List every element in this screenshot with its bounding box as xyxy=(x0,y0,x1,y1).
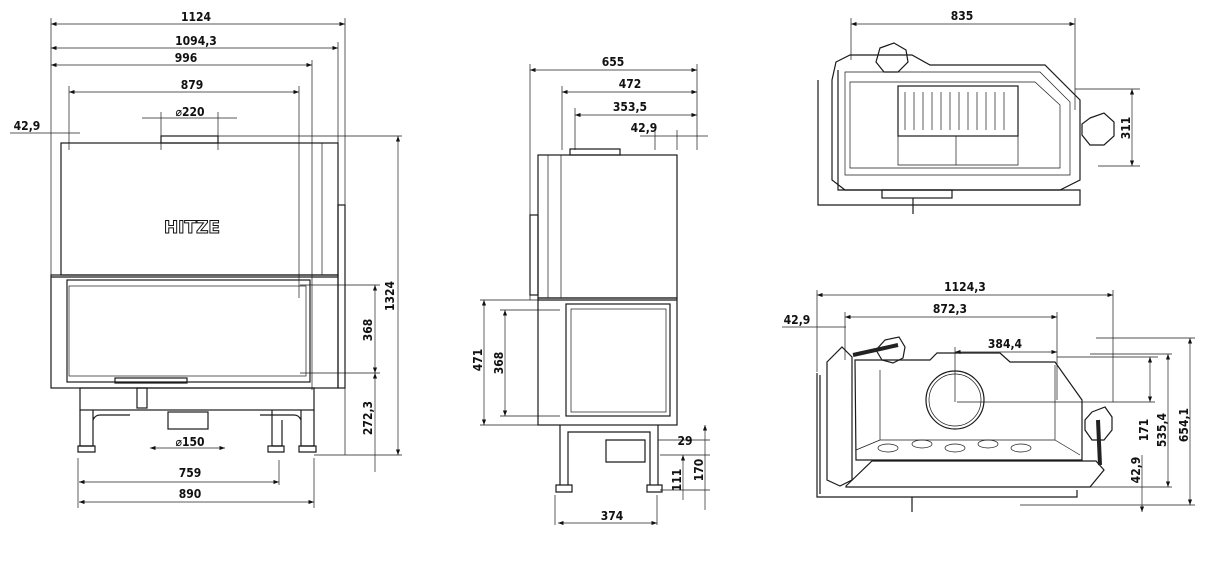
side-dim-leg-depth: 374 xyxy=(601,509,624,523)
air-holes xyxy=(877,439,1032,453)
plan-dim-flue-offset: 384,4 xyxy=(988,337,1023,351)
top-view: 835 311 xyxy=(817,9,1140,214)
side-dim-29: 29 xyxy=(677,434,692,448)
side-dim-170: 170 xyxy=(692,459,706,482)
dim-base-height: 272,3 xyxy=(361,401,375,435)
plan-dim-654: 654,1 xyxy=(1177,408,1191,442)
side-dim-glass-height: 368 xyxy=(492,352,506,375)
dim-height-total: 1324 xyxy=(383,280,397,311)
dim-width-3: 879 xyxy=(181,78,204,92)
top-dim-flue-offset: 311 xyxy=(1119,117,1133,140)
dim-flue-diameter: ⌀220 xyxy=(175,105,204,119)
side-dim-door-height: 471 xyxy=(471,349,485,372)
side-view: 655 472 353,5 42,9 471 368 29 170 111 37… xyxy=(471,55,710,526)
plan-view: 1124,3 872,3 384,4 42,9 171 535,4 654,1 … xyxy=(782,280,1195,512)
side-dim-offset: 42,9 xyxy=(631,121,658,135)
dim-glass-height: 368 xyxy=(361,319,375,342)
side-dim-depth-2: 353,5 xyxy=(613,100,647,114)
plan-dim-171: 171 xyxy=(1137,419,1151,442)
plan-dim-width-1: 872,3 xyxy=(933,302,967,316)
hitze-logo: HITZE xyxy=(164,218,220,238)
side-dim-111: 111 xyxy=(670,469,684,492)
grate-slots xyxy=(904,92,1005,130)
plan-dim-offset-bottom: 42,9 xyxy=(1129,457,1143,484)
dim-leg-span-1: 759 xyxy=(179,466,202,480)
dim-width-1: 1094,3 xyxy=(175,34,217,48)
dim-leg-span-2: 890 xyxy=(179,487,202,501)
side-dim-depth-total: 655 xyxy=(602,55,625,69)
plan-dim-width-total: 1124,3 xyxy=(944,280,986,294)
dim-bottom-outlet: ⌀150 xyxy=(175,435,204,449)
front-view: 1124 1094,3 996 879 ⌀220 42,9 HITZE ⌀150… xyxy=(10,10,402,508)
plan-dim-offset-left: 42,9 xyxy=(784,313,811,327)
side-dim-depth-1: 472 xyxy=(619,77,642,91)
dim-width-2: 996 xyxy=(175,51,198,65)
top-dim-width: 835 xyxy=(951,9,974,23)
dim-width-total: 1124 xyxy=(181,10,212,24)
plan-dim-535: 535,4 xyxy=(1155,412,1169,447)
dim-offset: 42,9 xyxy=(14,119,41,133)
